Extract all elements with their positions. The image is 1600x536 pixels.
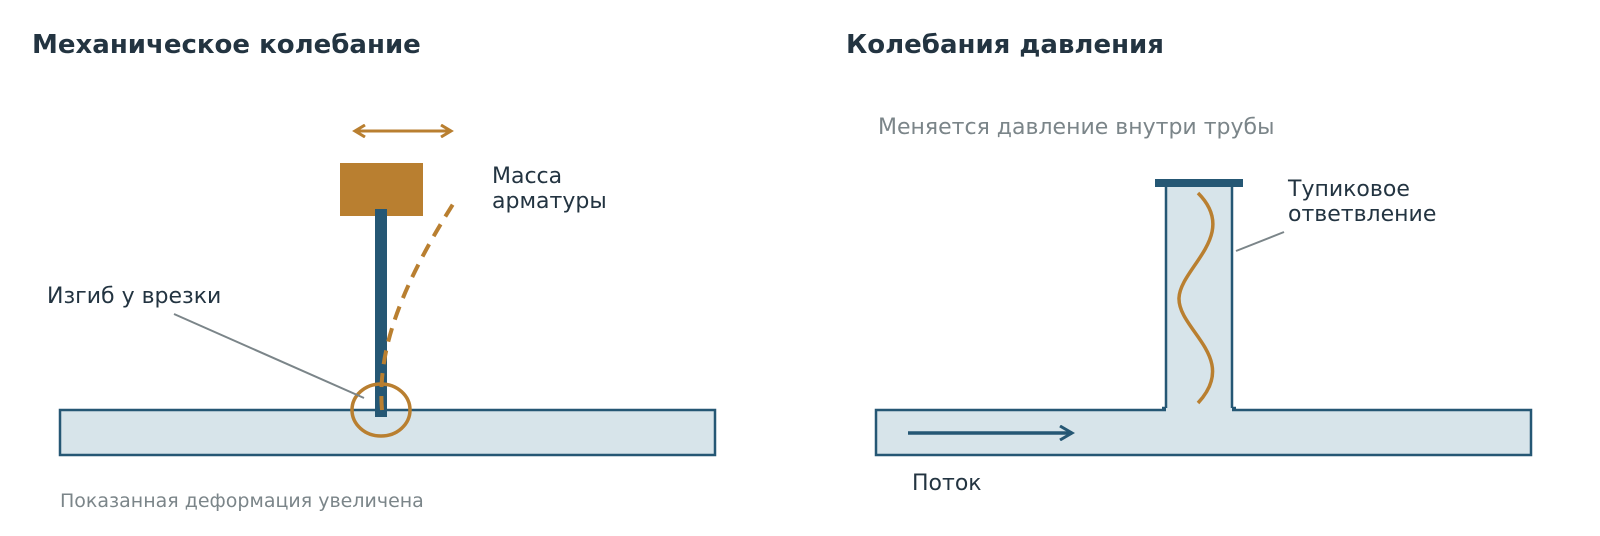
bend-leader-line	[173, 313, 365, 399]
right-panel-subtitle: Меняется давление внутри трубы	[878, 115, 1274, 140]
bend-highlight-circle	[350, 382, 412, 438]
mechanical-vibration-panel: Механическое колебание Изгиб у врезки Ма…	[32, 30, 717, 512]
dead-end-cap	[1155, 179, 1243, 187]
branch-stem	[375, 209, 387, 417]
flow-label: Поток	[912, 471, 982, 496]
mass-label-line-2: арматуры	[492, 189, 607, 214]
deformation-footnote: Показанная деформация увеличена	[60, 490, 424, 512]
mass-label-line-1: Масса	[492, 164, 562, 189]
pressure-pulsation-panel: Колебания давления Меняется давление вну…	[846, 30, 1533, 496]
left-panel-title: Механическое колебание	[32, 30, 421, 60]
branch-label: Тупиковое ответвление	[1287, 177, 1436, 227]
branch-label-line-2: ответвление	[1288, 202, 1436, 227]
pressure-wave	[1177, 191, 1215, 405]
valve-mass-block	[340, 163, 423, 216]
branch-label-line-1: Тупиковое	[1287, 177, 1410, 202]
mass-label: Масса арматуры	[492, 164, 607, 214]
dead-end-branch-fill	[1166, 186, 1232, 412]
deflected-stem-dashed	[379, 199, 457, 411]
bend-label: Изгиб у врезки	[47, 284, 221, 309]
right-panel-title: Колебания давления	[846, 30, 1164, 60]
main-pipe-left	[58, 408, 717, 457]
branch-leader-line	[1235, 231, 1285, 252]
